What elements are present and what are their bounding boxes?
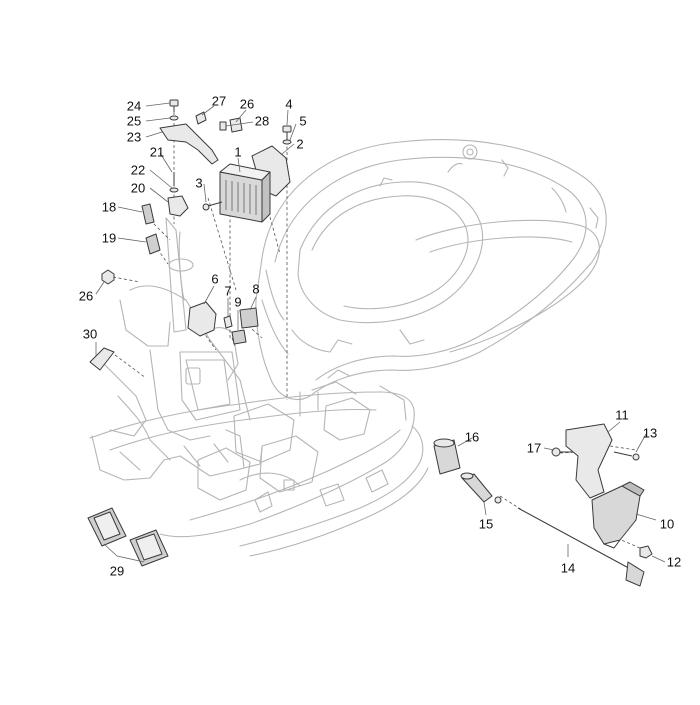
callout-29[interactable]: 29 xyxy=(109,563,125,579)
part-8-relay xyxy=(239,307,259,329)
part-7-clamp xyxy=(223,315,233,329)
part-16-bushing xyxy=(433,438,461,475)
part-24-screw xyxy=(169,99,179,112)
part-19-cap xyxy=(145,233,161,255)
part-12-nut xyxy=(639,545,653,559)
callout-20[interactable]: 20 xyxy=(130,180,146,196)
part-15-tube xyxy=(460,472,502,504)
callout-25[interactable]: 25 xyxy=(126,113,142,129)
callout-10[interactable]: 10 xyxy=(659,516,675,532)
callout-26-left[interactable]: 26 xyxy=(78,288,94,304)
callout-17[interactable]: 17 xyxy=(526,440,542,456)
part-5-washer xyxy=(282,139,292,145)
part-26-nut xyxy=(101,269,115,285)
callout-7[interactable]: 7 xyxy=(224,283,232,299)
callout-9[interactable]: 9 xyxy=(234,294,242,310)
part-26-top-connector xyxy=(229,117,243,133)
callout-19[interactable]: 19 xyxy=(101,230,117,246)
frame-body-outline xyxy=(89,139,607,557)
callout-13[interactable]: 13 xyxy=(642,425,658,441)
callout-22[interactable]: 22 xyxy=(130,162,146,178)
part-17-clip xyxy=(551,447,572,457)
callout-1[interactable]: 1 xyxy=(234,144,242,160)
callout-2[interactable]: 2 xyxy=(296,136,304,152)
callout-21[interactable]: 21 xyxy=(149,144,165,160)
callout-16[interactable]: 16 xyxy=(464,429,480,445)
callout-23[interactable]: 23 xyxy=(126,129,142,145)
part-10-actuator xyxy=(591,481,645,549)
callout-11[interactable]: 11 xyxy=(615,407,629,423)
callout-5[interactable]: 5 xyxy=(299,113,307,129)
callout-3[interactable]: 3 xyxy=(195,175,203,191)
callout-12[interactable]: 12 xyxy=(666,554,682,570)
part-18-connector xyxy=(141,203,155,225)
callout-8[interactable]: 8 xyxy=(252,281,260,297)
callout-30[interactable]: 30 xyxy=(82,326,98,342)
part-23-bracket xyxy=(159,123,219,165)
part-13-bolt xyxy=(613,451,640,461)
callout-18[interactable]: 18 xyxy=(101,199,117,215)
part-4-screw xyxy=(282,125,292,140)
part-28-clip xyxy=(219,121,227,131)
part-22-washer xyxy=(169,187,179,193)
part-14-rod xyxy=(517,507,645,587)
leader-lines xyxy=(95,102,666,563)
callout-15[interactable]: 15 xyxy=(478,516,494,532)
part-group xyxy=(87,99,653,587)
part-3-screw xyxy=(202,201,223,211)
part-20-holder xyxy=(167,195,189,217)
callout-6[interactable]: 6 xyxy=(211,271,219,287)
callout-26-top[interactable]: 26 xyxy=(239,96,255,112)
part-1-regulator xyxy=(219,163,271,223)
part-9-relay xyxy=(231,329,247,345)
callout-14[interactable]: 14 xyxy=(560,560,576,576)
part-30-plate xyxy=(89,347,115,371)
part-27-clip xyxy=(195,111,207,125)
callout-28[interactable]: 28 xyxy=(254,113,270,129)
part-25-washer xyxy=(169,115,179,121)
callout-4[interactable]: 4 xyxy=(285,96,293,112)
part-29-grilles xyxy=(87,507,169,567)
callout-27[interactable]: 27 xyxy=(211,93,227,109)
callout-24[interactable]: 24 xyxy=(126,98,142,114)
part-6-bracket xyxy=(187,301,217,337)
part-11-bracket xyxy=(565,423,613,499)
